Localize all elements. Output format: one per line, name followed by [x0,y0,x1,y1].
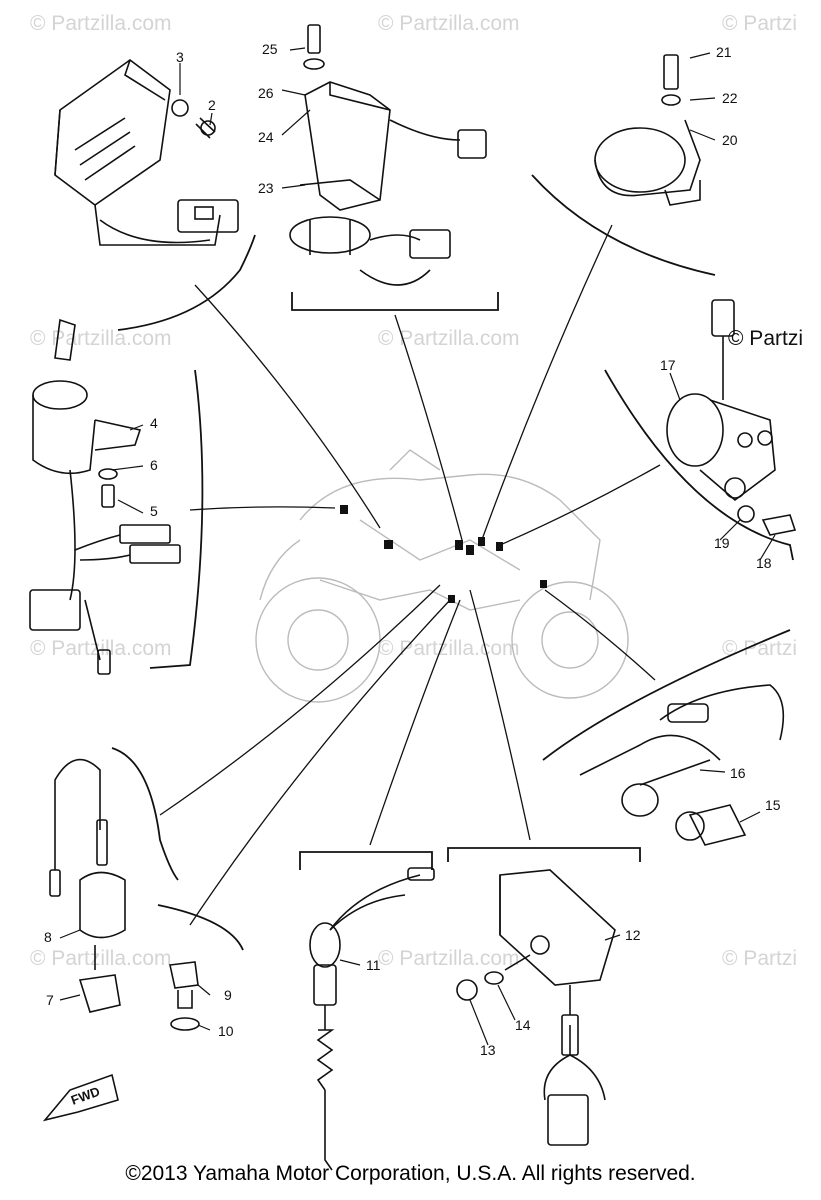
callout-21: 21 [716,44,732,60]
callout-22: 22 [722,90,738,106]
callout-5: 5 [150,503,158,519]
callout-9: 9 [224,987,232,1003]
callout-7: 7 [46,992,54,1008]
callout-8: 8 [44,929,52,945]
callout-24: 24 [258,129,274,145]
callout-26: 26 [258,85,274,101]
flasher-unit [594,54,701,206]
callout-16: 16 [730,765,746,781]
callout-25: 25 [262,41,278,57]
watermark: © Partzilla.com [30,327,172,350]
neutral-switch [49,758,200,1031]
watermark: © Partzilla.com [378,327,520,350]
callout-6: 6 [150,457,158,473]
watermark: © Partzi [722,947,797,970]
main-switch [29,318,181,675]
callout-3: 3 [176,49,184,65]
regulator-plate [456,869,616,1146]
connector-cluster [340,505,547,603]
starter-relay [666,299,797,536]
watermark: © Partzi [722,637,797,660]
watermark: © Partzilla.com [30,12,172,35]
copyright-notice: ©2013 Yamaha Motor Corporation, U.S.A. A… [125,1162,696,1185]
callout-17: 17 [660,357,676,373]
watermark: © Partzilla.com [378,947,520,970]
callout-2: 2 [208,97,216,113]
callout-11: 11 [366,957,381,973]
relay-unit [289,24,487,286]
callout-labels: 3 2 4 6 5 8 7 9 10 25 26 24 23 21 22 20 … [44,41,781,1058]
callout-23: 23 [258,180,274,196]
fwd-label: FWD [69,1084,102,1108]
callout-14: 14 [515,1017,531,1033]
callout-4: 4 [150,415,158,431]
watermark: © Partzi [722,12,797,35]
fwd-arrow: FWD [42,1073,119,1122]
motorcycle-silhouette [255,449,629,703]
callout-ticks [59,47,776,1046]
callout-13: 13 [480,1042,496,1058]
watermark: © Partzilla.com [30,947,172,970]
callout-15: 15 [765,797,781,813]
meter-cable [579,684,785,846]
callout-12: 12 [625,927,641,943]
callout-18: 18 [756,555,772,571]
callout-19: 19 [714,535,730,551]
watermark: © Partzilla.com [378,12,520,35]
brake-switch [309,867,435,1171]
callout-20: 20 [722,132,738,148]
callout-10: 10 [218,1023,234,1039]
section-brackets [111,174,794,951]
leader-lines [159,224,661,926]
watermarks: © Partzilla.com © Partzilla.com © Partzi… [30,12,803,970]
regulator-unit [54,59,239,246]
watermark: © Partzilla.com [30,637,172,660]
watermark-dark: © Partzi [728,327,803,350]
